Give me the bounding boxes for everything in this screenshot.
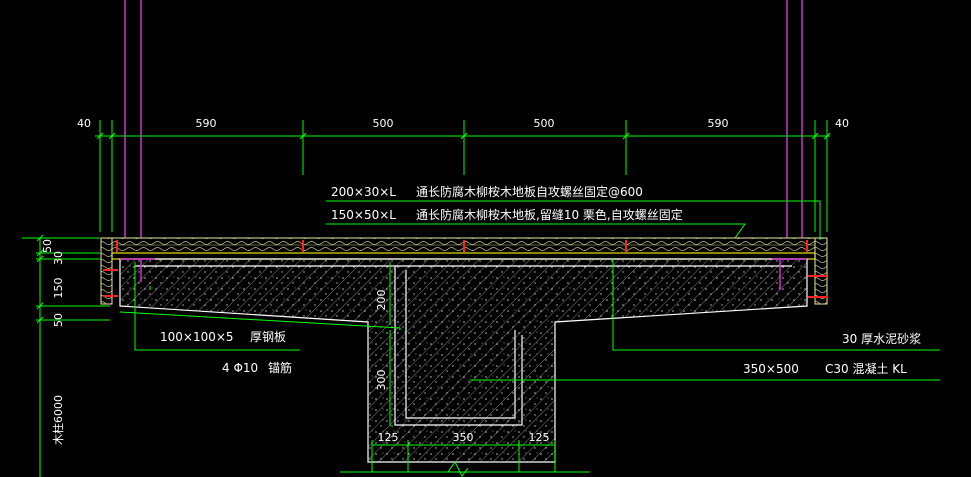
rebar-cage [135, 265, 792, 426]
dim-left-mortar: 30 [52, 251, 65, 265]
steel-plate-right [772, 258, 807, 290]
left-dimension-line [22, 234, 110, 477]
lower-board-size: 150×50×L [331, 208, 396, 222]
beam-desc: C30 混凝土 KL [825, 361, 907, 376]
label-leaders [326, 200, 821, 240]
dim-left-haunch: 50 [52, 313, 65, 327]
anchor-size: 4 Φ10 [222, 361, 258, 375]
plate-desc: 厚钢板 [250, 330, 286, 344]
dim-bottom-center: 350 [453, 431, 474, 444]
plate-size: 100×100×5 [160, 330, 234, 344]
dim-top-mid-left-span: 500 [373, 117, 394, 130]
break-line-icon [447, 461, 469, 477]
dim-stem-depth: 300 [375, 370, 388, 391]
right-column [786, 0, 803, 238]
dim-left-slab: 150 [52, 278, 65, 299]
dim-bottom-right: 125 [529, 431, 550, 444]
steel-plate-left [120, 258, 155, 282]
dim-top-left-span: 590 [196, 117, 217, 130]
dim-bottom-left: 125 [378, 431, 399, 444]
beam-leaders [119, 258, 940, 381]
dim-top-left-edge: 40 [77, 117, 91, 130]
beam-size: 350×500 [743, 362, 799, 376]
left-column-note: 木柱6000 [51, 395, 65, 445]
mortar-layer [111, 252, 816, 260]
dim-top-mid-right-span: 500 [534, 117, 555, 130]
dim-left-deck: 50 [41, 239, 54, 253]
mortar-desc: 30 厚水泥砂浆 [842, 331, 921, 346]
top-dimension-line [95, 120, 831, 232]
top-board-desc: 通长防腐木柳桉木地板自攻螺丝固定@600 [416, 184, 643, 199]
anchor-desc: 锚筋 [268, 360, 292, 375]
lower-board-desc: 通长防腐木柳桉木地板,留缝10 栗色,自攻螺丝固定 [416, 207, 683, 222]
dim-top-right-span: 590 [708, 117, 729, 130]
dim-top-right-edge: 40 [835, 117, 849, 130]
bolts [103, 240, 828, 298]
plate-leaders [134, 262, 300, 351]
top-board-size: 200×30×L [331, 185, 396, 199]
dim-rib-depth: 200 [375, 290, 388, 311]
edge-timber-right [814, 237, 828, 305]
left-column [124, 0, 142, 238]
